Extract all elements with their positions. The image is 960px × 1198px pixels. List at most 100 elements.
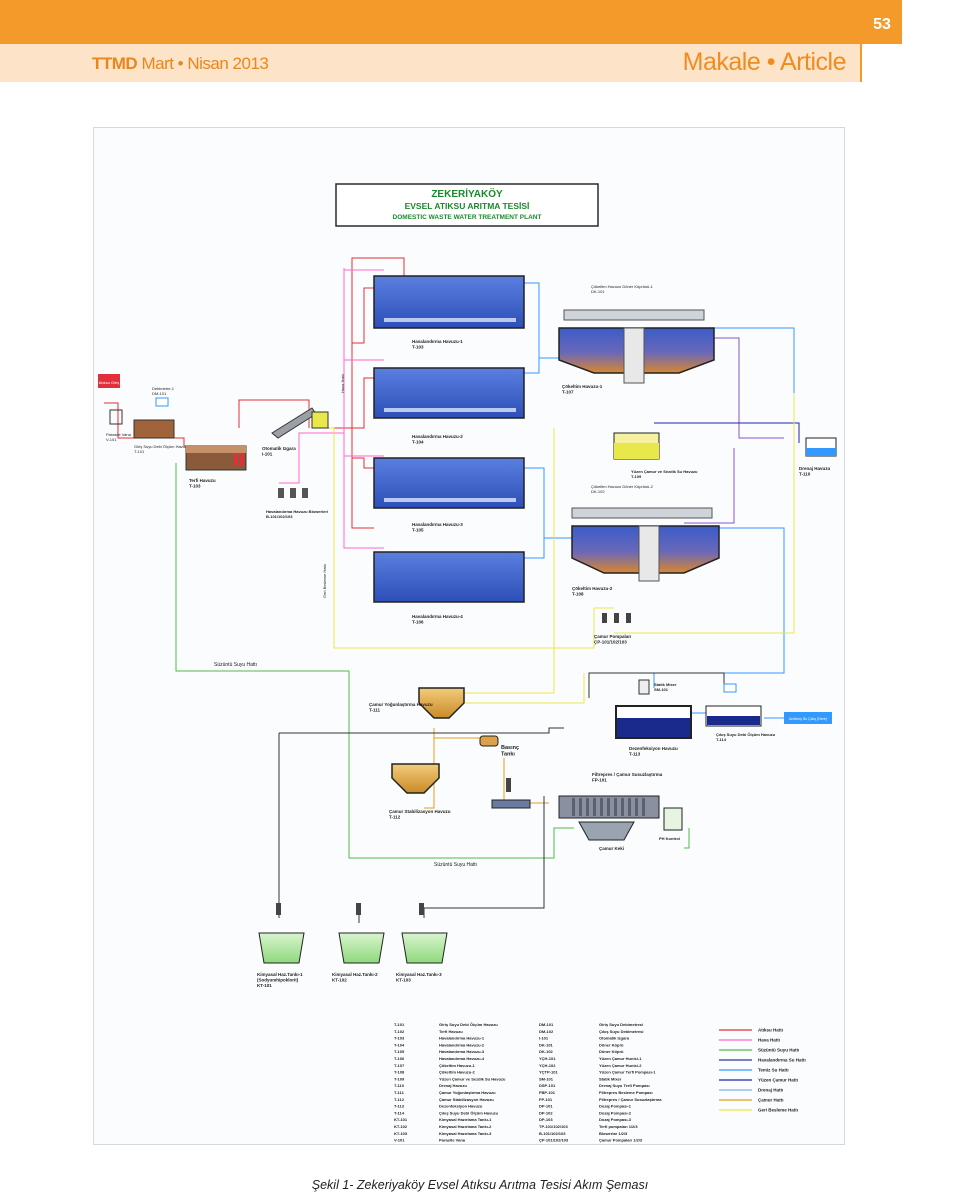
device-code: I-101 — [539, 1036, 549, 1041]
aerated-water-line — [524, 538, 545, 559]
equipment-code: T-105 — [394, 1049, 405, 1054]
equipment-name: Terfi Havuzu — [439, 1029, 463, 1034]
figure-caption: Şekil 1- Zekeriyaköy Evsel Atıksu Arıtma… — [311, 1178, 649, 1192]
equipment-code: T-101 — [394, 1022, 405, 1027]
equipment-name: Çökeltim Havuzu-2 — [439, 1070, 476, 1075]
device-name: Blowerlar 1/2/3 — [599, 1131, 628, 1136]
sludge-cake-label: Çamur Keki — [599, 846, 624, 851]
sludge-line — [414, 728, 435, 769]
scum-tank — [613, 432, 660, 460]
device-code: DP-101 — [539, 1104, 553, 1109]
device-code: ÇP-101/102/103 — [539, 1138, 569, 1143]
legend-label: Hava Hattı — [758, 1038, 780, 1043]
device-code: B-101/102/103 — [539, 1131, 566, 1136]
device-name: Yüzen Çamur Hunisi-2 — [599, 1063, 642, 1068]
title-line-2: EVSEL ATIKSU ARITMA TESİSİ — [405, 201, 530, 211]
sludge-pumps — [602, 613, 631, 623]
equipment-code: T-112 — [394, 1097, 405, 1102]
equipment-code: KT-102 — [394, 1124, 408, 1129]
equipment-code: T-106 — [394, 1056, 405, 1061]
equipment-name: Drenaj Havuzu — [439, 1083, 467, 1088]
equipment-name: Kimyasal Hazırlama Tankı-3 — [439, 1131, 492, 1136]
flowmeter-1 — [155, 397, 169, 407]
equipment-code: T-108 — [394, 1070, 405, 1075]
aerated-water-line — [524, 282, 564, 359]
equipment-code: T-102 — [394, 1029, 405, 1034]
page-number: 53 — [862, 0, 902, 44]
clean-water-line — [714, 327, 795, 448]
filtrate-line — [175, 463, 574, 859]
section-label: Makale • Article — [682, 48, 847, 76]
return-sludge-line — [459, 673, 585, 704]
aeration-tank-2 — [373, 367, 525, 419]
legend-label: Yüzen Çamur Hattı — [758, 1078, 798, 1083]
filtrate-line-label-top: Süzüntü Suyu Hattı — [214, 662, 257, 668]
return-sludge-line — [329, 427, 595, 649]
equipment-code: KT-101 — [394, 1117, 408, 1122]
equipment-code: T-110 — [394, 1083, 405, 1088]
device-code: DSP-101 — [539, 1083, 556, 1088]
parasite-valve — [109, 409, 123, 425]
wastewater-line — [352, 457, 374, 469]
equipment-code: T-114 — [394, 1110, 405, 1115]
equipment-code: T-104 — [394, 1042, 405, 1047]
chemical-tank-1 — [258, 903, 305, 964]
flow-diagram: ZEKERİYAKÖY EVSEL ATIKSU ARITMA TESİSİ D… — [93, 127, 845, 1145]
static-mixer — [638, 679, 650, 695]
device-name: Dozaj Pompası-1 — [599, 1104, 632, 1109]
device-code: TP-101/102/103 — [539, 1124, 568, 1129]
journal-issue: Mart • Nisan 2013 — [141, 54, 269, 73]
equipment-name: Parasite Vana — [439, 1138, 466, 1143]
air-line — [279, 432, 344, 484]
equipment-name: Havalandırma Havuzu-1 — [439, 1036, 485, 1041]
device-name: Çamur Pompaları 1/2/3 — [599, 1138, 643, 1143]
device-code: YÇTP-101 — [539, 1070, 558, 1075]
filtrate-line — [684, 828, 690, 849]
chemical-tank-3 — [401, 903, 448, 964]
device-code: DM-101 — [539, 1022, 554, 1027]
device-code: YÇH-101 — [539, 1056, 556, 1061]
chemical-tank-1-label: Kimyasal Haz.Tankı-1(Sodyumhipoklorit)KT… — [257, 972, 303, 988]
screen-room-tank — [133, 419, 175, 439]
device-name: Giriş Suyu Debimetresi — [599, 1022, 643, 1027]
return-line-label: Geri Besleme Hattı — [322, 564, 327, 598]
legend-label: Drenaj Hattı — [758, 1088, 783, 1093]
equipment-name: Yüzen Çamur ve Sezdik Su Havuzu — [439, 1076, 506, 1081]
equipment-name: Çökeltim Havuzu-1 — [439, 1063, 476, 1068]
discharge-label: Arıtılmış Su Çıkış (Dere) — [789, 717, 827, 721]
equipment-code: T-113 — [394, 1104, 405, 1109]
outlet-tank — [705, 683, 762, 727]
feed-pump — [491, 799, 531, 809]
wastewater-line — [351, 428, 374, 529]
device-name: Drenaj Suyu Terfi Pompası — [599, 1083, 650, 1088]
equipment-name: Çıkış Suyu Debi Ölçüm Havuzu — [439, 1110, 499, 1115]
clarifier-1 — [558, 309, 715, 384]
wastewater-line — [326, 257, 405, 429]
header-subbar — [0, 44, 860, 82]
equipment-code: V-101 — [394, 1138, 405, 1143]
disinfection-tank — [615, 705, 692, 739]
equipment-code: T-107 — [394, 1063, 405, 1068]
device-name: Döner Köprü — [599, 1049, 624, 1054]
equipment-name: Dezenfeksiyon Havuzu — [439, 1104, 483, 1109]
drain-tank — [805, 437, 837, 457]
equipment-code: T-111 — [394, 1090, 405, 1095]
inlet-tag — [98, 374, 120, 388]
chemical-line — [423, 796, 545, 918]
